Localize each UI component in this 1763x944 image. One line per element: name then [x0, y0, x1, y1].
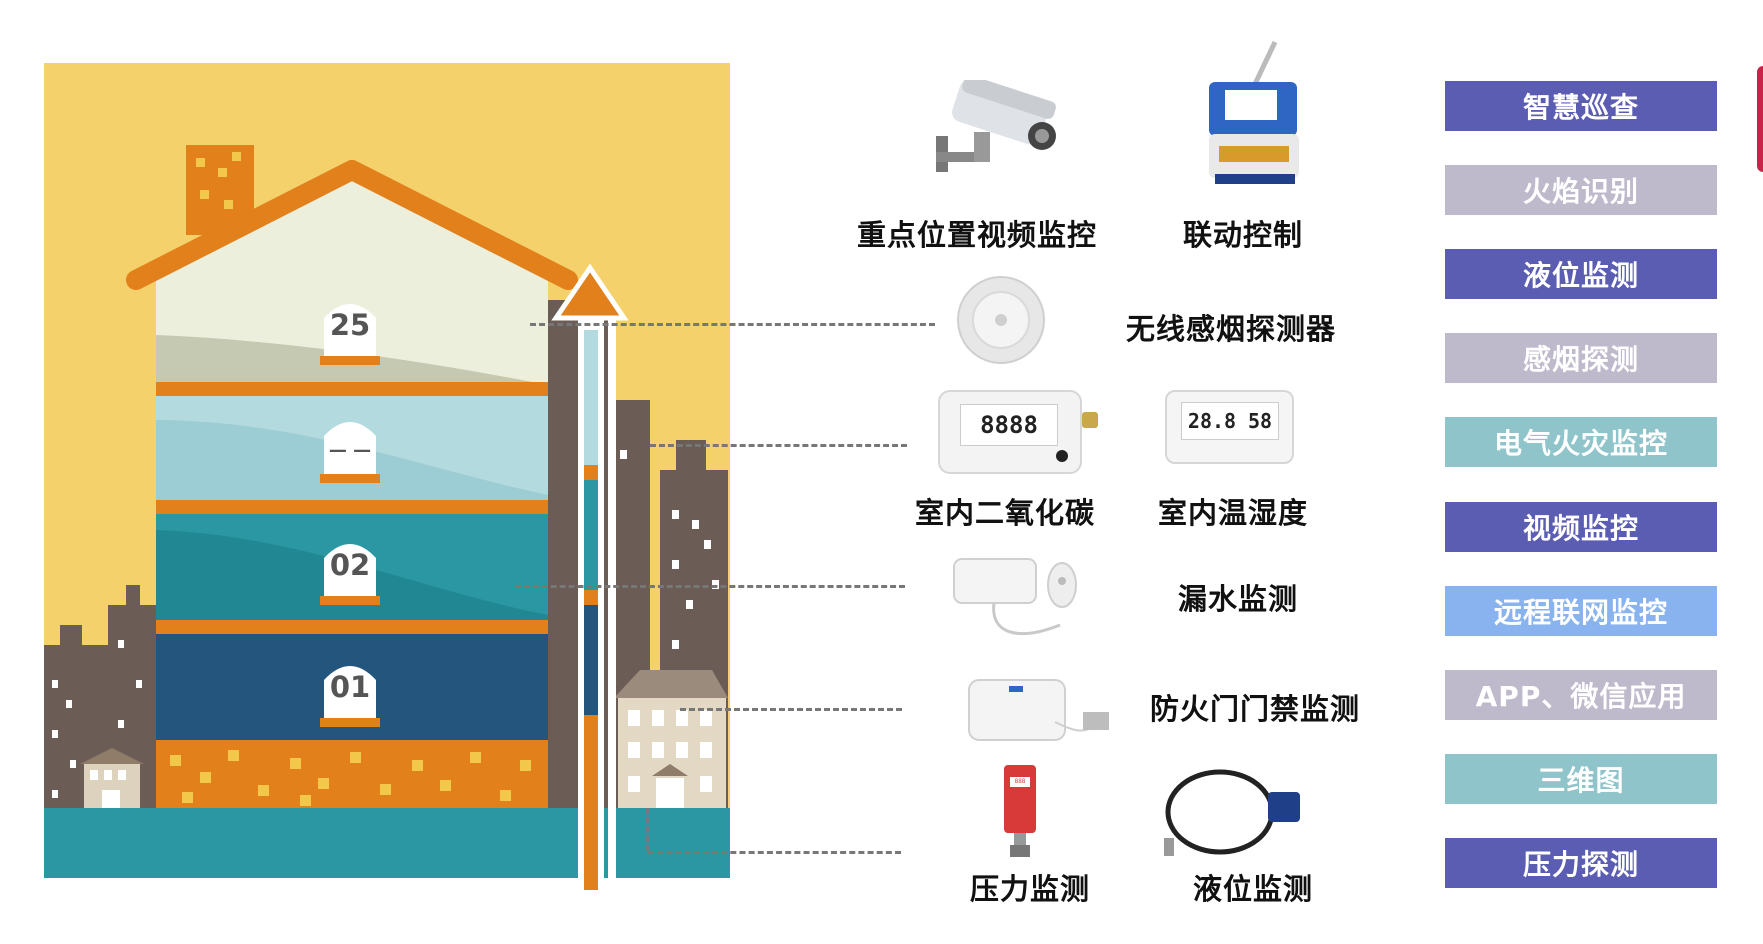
connector-line	[680, 708, 902, 711]
sensor-port	[1056, 450, 1068, 462]
camera-label: 重点位置视频监控	[857, 218, 1098, 252]
co2-lcd: 8888	[960, 404, 1058, 446]
up-arrow-icon	[551, 263, 629, 321]
feature-button-pressure-detection[interactable]: 压力探测	[1445, 838, 1717, 888]
floor-label-02: 02	[329, 548, 371, 582]
edge-tab	[1757, 66, 1763, 172]
probe-connector	[1082, 412, 1098, 428]
floor-label-25: 25	[329, 308, 371, 342]
elevator-shaft	[578, 320, 616, 890]
fire-door-monitor-icon	[968, 679, 1109, 741]
humidity-reading: 58	[1247, 409, 1273, 433]
temp-lcd: 28.8 58	[1181, 402, 1279, 440]
connector-line-vertical	[646, 808, 649, 851]
level-label: 液位监测	[1193, 872, 1314, 906]
camera-icon	[936, 80, 1056, 172]
pressure-sensor-icon	[1004, 765, 1036, 857]
leak-label: 漏水监测	[1178, 582, 1299, 616]
temp-label: 室内温湿度	[1158, 496, 1309, 530]
connector-line	[650, 444, 907, 447]
ground-band	[44, 808, 730, 878]
co2-reading: 8888	[980, 411, 1038, 439]
temp-humidity-sensor-icon: 28.8 58	[1165, 390, 1294, 464]
pressure-label: 压力监测	[970, 872, 1091, 906]
co2-label: 室内二氧化碳	[915, 496, 1096, 530]
pressure-reading: 888	[1014, 778, 1026, 785]
smoke-label: 无线感烟探测器	[1126, 312, 1337, 346]
floor-label-01: 01	[329, 670, 371, 704]
feature-button-smart-patrol[interactable]: 智慧巡查	[1445, 81, 1717, 131]
connector-line	[530, 323, 935, 326]
linkage-controller-icon	[1209, 40, 1299, 184]
building-illustration	[44, 63, 730, 890]
feature-button-3d-view[interactable]: 三维图	[1445, 754, 1717, 804]
floor-label-unknown: — —	[328, 440, 372, 461]
water-leak-sensor-icon	[953, 558, 1077, 636]
left-skyline	[44, 585, 156, 820]
co2-sensor-icon: 8888	[938, 390, 1098, 474]
connector-line	[515, 585, 905, 588]
feature-button-electrical-fire[interactable]: 电气火灾监控	[1445, 417, 1717, 467]
level-sensor-icon	[1164, 769, 1300, 856]
feature-button-flame-recognition[interactable]: 火焰识别	[1445, 165, 1717, 215]
small-left-house	[80, 748, 144, 815]
feature-button-smoke-detection[interactable]: 感烟探测	[1445, 333, 1717, 383]
feature-button-video-monitoring[interactable]: 视频监控	[1445, 502, 1717, 552]
temp-reading: 28.8	[1187, 409, 1237, 433]
feature-button-app-wechat[interactable]: APP、微信应用	[1445, 670, 1717, 720]
feature-button-remote-monitoring[interactable]: 远程联网监控	[1445, 586, 1717, 636]
linkage-label: 联动控制	[1183, 218, 1304, 252]
floor-plates	[320, 304, 380, 727]
feature-button-level-monitoring[interactable]: 液位监测	[1445, 249, 1717, 299]
right-townhouse	[614, 670, 728, 816]
firedoor-label: 防火门门禁监测	[1150, 692, 1361, 726]
connector-line	[648, 851, 901, 854]
smoke-detector-icon	[957, 276, 1045, 364]
